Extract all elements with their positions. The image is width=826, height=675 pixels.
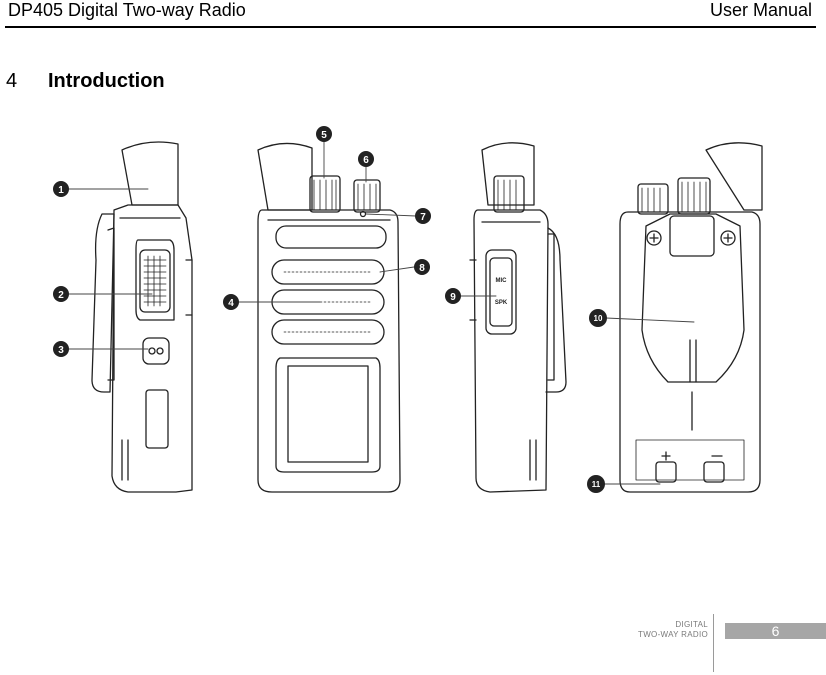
brand-line-2: TWO-WAY RADIO — [638, 630, 708, 639]
callout-2: 2 — [53, 286, 69, 302]
callout-6-label: 6 — [363, 155, 369, 166]
antenna — [257, 142, 313, 211]
callout-10: 10 — [589, 309, 607, 327]
led-indicator — [359, 210, 367, 218]
manual-label: User Manual — [709, 0, 812, 20]
radio-front-view — [257, 142, 401, 493]
brand-line-1: DIGITAL — [675, 620, 708, 629]
callout-2-label: 2 — [58, 290, 64, 301]
callout-5: 5 — [316, 126, 332, 142]
radio-left-side-view — [91, 141, 193, 493]
accessory-jack-cover — [485, 249, 517, 335]
ptt-button — [139, 249, 171, 313]
callout-8: 8 — [414, 259, 430, 275]
callout-7-label: 7 — [420, 212, 426, 223]
channel-knob — [353, 179, 381, 213]
footer-brand: DIGITAL TWO-WAY RADIO — [600, 620, 708, 640]
section-title: Introduction — [48, 70, 165, 92]
mic-label: MIC — [496, 278, 508, 284]
speaker-grille-top — [271, 259, 385, 285]
footer-divider — [713, 614, 714, 672]
callout-3: 3 — [53, 341, 69, 357]
page-header: DP405 Digital Two-way Radio User Manual — [0, 0, 826, 28]
speaker-grille-bottom — [271, 319, 385, 345]
side-key — [142, 337, 170, 365]
callout-3-label: 3 — [58, 345, 64, 356]
radio-back-view — [619, 142, 763, 493]
callout-7: 7 — [415, 208, 431, 224]
callout-8-label: 8 — [419, 263, 425, 274]
callout-1: 1 — [53, 181, 69, 197]
radio-diagram: 1 2 3 4 5 6 7 8 9 10 11 MIC SPK — [53, 126, 763, 493]
callout-11: 11 — [587, 475, 605, 493]
page-number: 6 — [725, 623, 826, 639]
header-rule — [5, 26, 816, 28]
callout-9-label: 9 — [450, 292, 456, 303]
side-slot — [145, 389, 169, 449]
section-heading: 4 Introduction — [6, 70, 165, 93]
spk-label: SPK — [495, 300, 508, 306]
callout-10-label: 10 — [594, 314, 603, 323]
belt-clip — [641, 213, 745, 383]
callout-11-label: 11 — [592, 480, 601, 489]
callout-4: 4 — [223, 294, 239, 310]
callout-1-label: 1 — [58, 185, 64, 196]
document-title: DP405 Digital Two-way Radio — [8, 0, 246, 20]
callout-6: 6 — [358, 151, 374, 167]
volume-knob — [309, 175, 341, 213]
section-number: 4 — [6, 70, 18, 92]
callout-5-label: 5 — [321, 130, 327, 141]
radio-right-side-view — [469, 142, 567, 493]
callout-9: 9 — [445, 288, 461, 304]
callout-4-label: 4 — [228, 298, 234, 309]
